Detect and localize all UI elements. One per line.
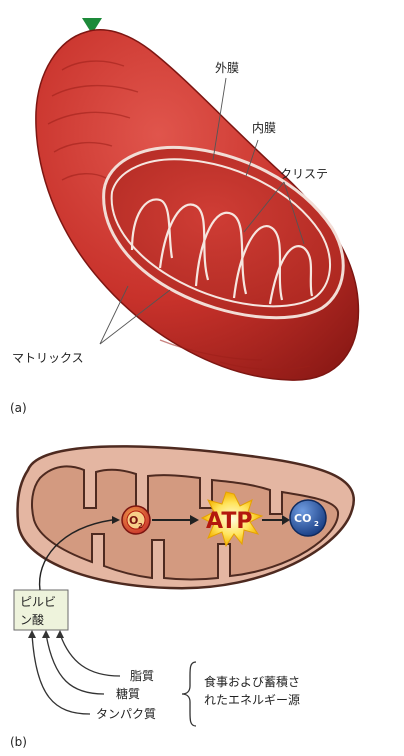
panel-a: 外膜 内膜 クリステ マトリックス (a) <box>10 18 358 415</box>
source-sugar: 糖質 <box>116 686 140 701</box>
source-arrows <box>32 634 120 714</box>
co2-main: CO <box>294 512 311 525</box>
energy-source-line1: 食事および蓄積さ <box>204 674 300 689</box>
source-arrowheads <box>28 630 64 638</box>
energy-source-line2: れたエネルギー源 <box>204 693 300 707</box>
label-matrix: マトリックス <box>12 351 84 365</box>
brace <box>182 662 196 726</box>
o2-molecule: O 2 <box>122 506 150 534</box>
o2-sub: 2 <box>138 522 143 530</box>
panel-b: O 2 ATP CO 2 ピルビ ン酸 <box>10 446 354 749</box>
label-inner-membrane: 内膜 <box>252 121 276 135</box>
o2-main: O <box>129 514 138 527</box>
pyruvate-line1: ピルビ <box>20 595 56 609</box>
co2-sub: 2 <box>314 520 319 528</box>
pyruvate-line2: ン酸 <box>20 612 44 627</box>
label-cristae: クリステ <box>280 167 328 181</box>
panel-b-label: (b) <box>10 735 27 749</box>
source-lipid: 脂質 <box>130 668 154 683</box>
source-protein: タンパク質 <box>96 706 156 721</box>
co2-molecule: CO 2 <box>290 500 326 536</box>
label-outer-membrane: 外膜 <box>215 61 239 75</box>
atp-label: ATP <box>206 509 252 534</box>
panel-a-label: (a) <box>10 401 27 415</box>
